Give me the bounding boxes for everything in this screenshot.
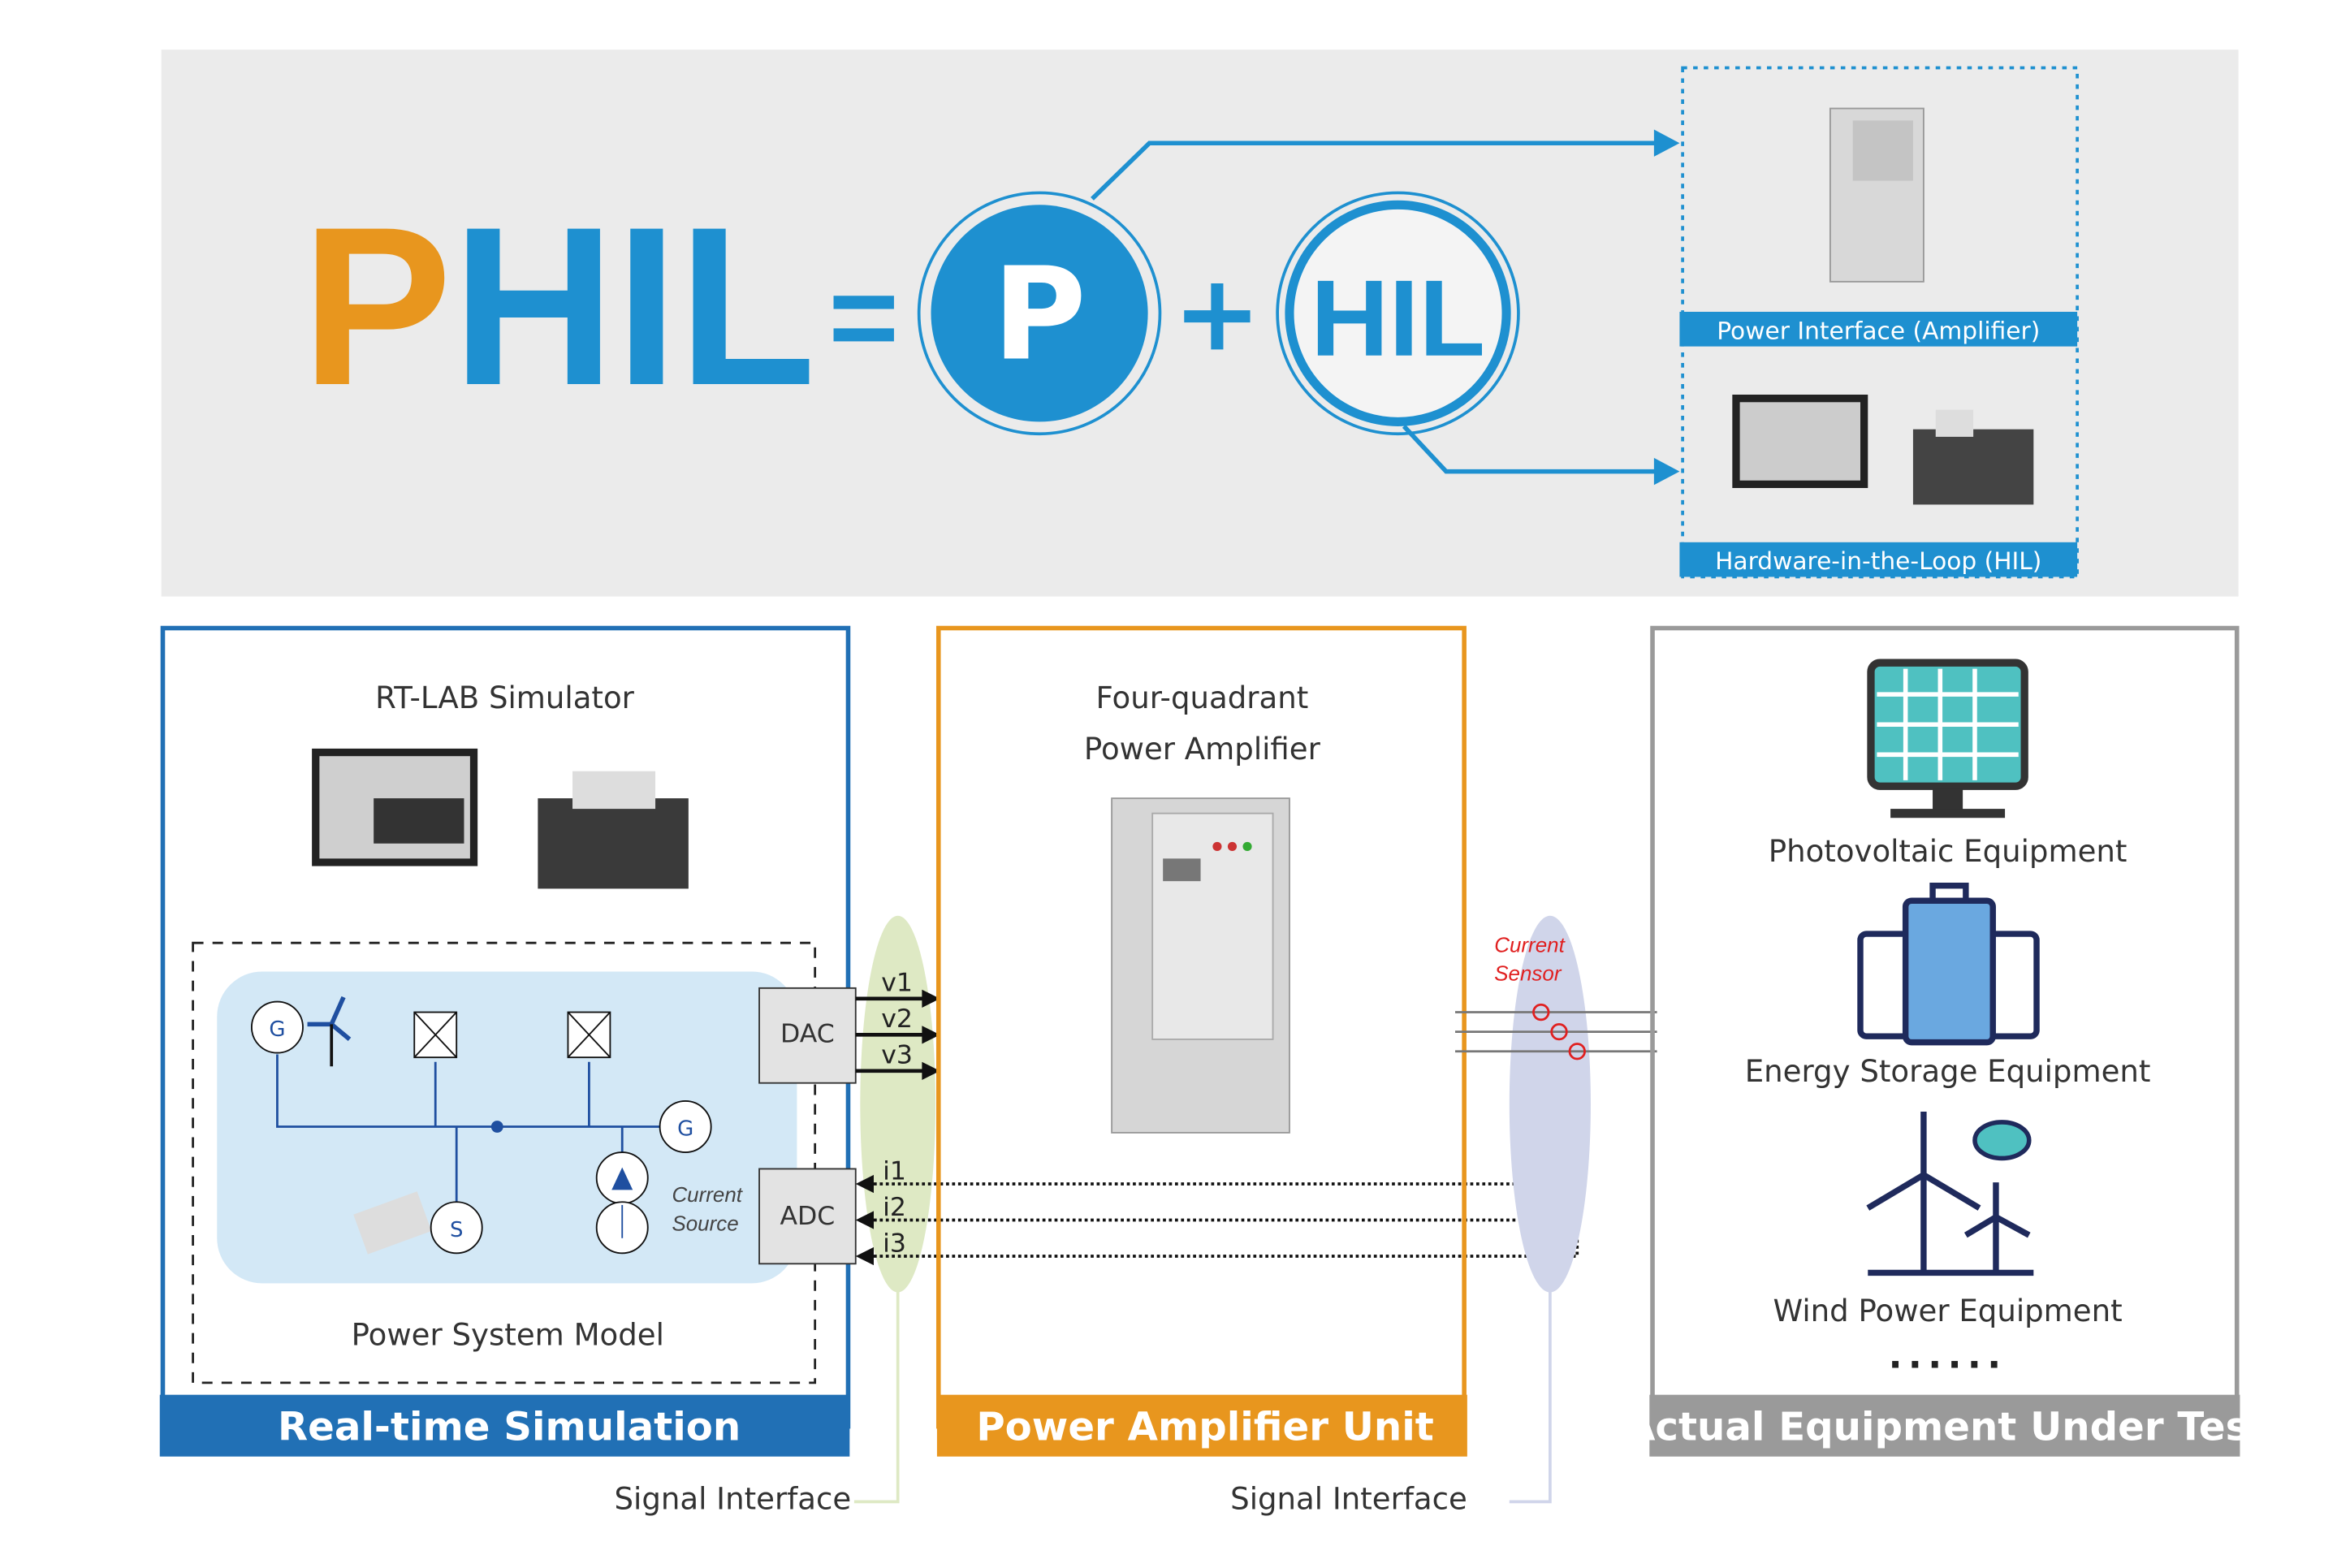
more-ellipsis: ......	[1889, 1335, 2007, 1376]
v1-label: v1	[881, 969, 913, 998]
load-box	[567, 1011, 611, 1059]
equals-sign: =	[828, 250, 899, 384]
solar-module-image	[353, 1191, 432, 1255]
photovoltaic-label: Photovoltaic Equipment	[1769, 834, 2128, 869]
v2-label: v2	[881, 1004, 913, 1034]
equipment-footer-bg	[1649, 1394, 2240, 1457]
amplifier-cabinet-image	[1829, 107, 1924, 283]
voltage-signals	[855, 996, 927, 1073]
arrow-to-hil	[1402, 425, 1665, 474]
wind-turbine-icon	[1866, 1111, 2034, 1276]
signal-interface-right-label: Signal Interface	[1230, 1482, 1467, 1517]
signal-leader-left	[853, 1287, 900, 1504]
adc-label: ADC	[780, 1202, 835, 1231]
power-interface-label-bg	[1679, 311, 2078, 347]
arrow-head-icon	[1653, 457, 1680, 486]
simulation-footer: Real-time Simulation	[278, 1404, 741, 1449]
p-circle	[931, 205, 1148, 422]
hil-workstation-image	[1732, 394, 2034, 505]
dac-block	[758, 987, 857, 1084]
arrow-to-amplifier	[1091, 140, 1665, 201]
generator-label: G	[677, 1117, 693, 1142]
phil-p-letter: P	[301, 179, 452, 432]
amplifier-title-line2: Power Amplifier	[1084, 732, 1321, 767]
power-system-model-frame	[192, 941, 817, 1384]
current-source-label: Current	[672, 1182, 743, 1207]
arrow-head-icon	[922, 989, 940, 1080]
bus-node	[490, 1121, 503, 1133]
load-box	[413, 1011, 458, 1059]
amplifier-footer-bg	[936, 1394, 1467, 1457]
wind-turbine-icon	[307, 996, 352, 1067]
hil-label: Hardware-in-the-Loop (HIL)	[1715, 546, 2041, 575]
equipment-footer: Actual Equipment Under Test	[1625, 1404, 2267, 1449]
current-sensor-ellipse	[1509, 915, 1591, 1293]
cloud-icon	[1972, 1120, 2032, 1161]
generator-wind	[250, 1000, 304, 1054]
bus-lines	[276, 1054, 663, 1205]
amplifier-footer: Power Amplifier Unit	[976, 1404, 1433, 1449]
sync-label: S	[450, 1218, 463, 1242]
arrow-head-icon	[855, 1174, 875, 1266]
i1-label: i1	[883, 1156, 906, 1186]
hil-circle-ring	[1276, 191, 1520, 436]
power-lines	[1455, 1011, 1657, 1053]
current-sensor-label: Current	[1494, 932, 1566, 957]
p-circle-label: P	[992, 240, 1086, 389]
energy-storage-label: Energy Storage Equipment	[1745, 1054, 2151, 1089]
current-source-label: Source	[672, 1211, 738, 1235]
triangle-icon	[611, 1167, 633, 1190]
phil-hil-letters: HIL	[452, 179, 816, 432]
current-sensor-label: Sensor	[1494, 961, 1562, 986]
solar-panel-icon	[1867, 659, 2028, 819]
current-sensor-icon	[1532, 1003, 1586, 1060]
arrow-head-icon	[1653, 129, 1680, 157]
hil-circle	[1285, 200, 1511, 426]
i3-label: i3	[883, 1229, 906, 1258]
wind-power-label: Wind Power Equipment	[1773, 1294, 2123, 1328]
generator-label: G	[269, 1017, 285, 1042]
signal-interface-left-label: Signal Interface	[614, 1482, 851, 1517]
signal-leader-right	[1509, 1287, 1552, 1504]
i2-label: i2	[883, 1193, 906, 1222]
rtlab-simulator-image	[312, 748, 689, 889]
simulation-footer-bg	[159, 1394, 850, 1457]
power-interface-label: Power Interface (Amplifier)	[1717, 316, 2040, 344]
amplifier-cabinet-image	[1111, 797, 1290, 1134]
battery-storage-icon	[1857, 882, 2040, 1046]
v3-label: v3	[881, 1041, 913, 1070]
adc-block	[758, 1168, 857, 1265]
signal-interface-ellipse-left	[860, 915, 936, 1293]
plus-sign: +	[1173, 251, 1262, 374]
dac-label: DAC	[780, 1020, 835, 1049]
sync-machine	[430, 1201, 483, 1255]
p-circle-ring	[917, 191, 1162, 436]
phil-word: PHIL	[301, 179, 816, 432]
hil-circle-label: HIL	[1311, 258, 1485, 379]
hil-label-bg	[1679, 542, 2078, 577]
amplifier-title-line1: Four-quadrant	[1096, 680, 1309, 715]
generator	[659, 1100, 712, 1153]
model-label: Power System Model	[352, 1317, 664, 1352]
rtlab-title: RT-LAB Simulator	[375, 680, 634, 715]
